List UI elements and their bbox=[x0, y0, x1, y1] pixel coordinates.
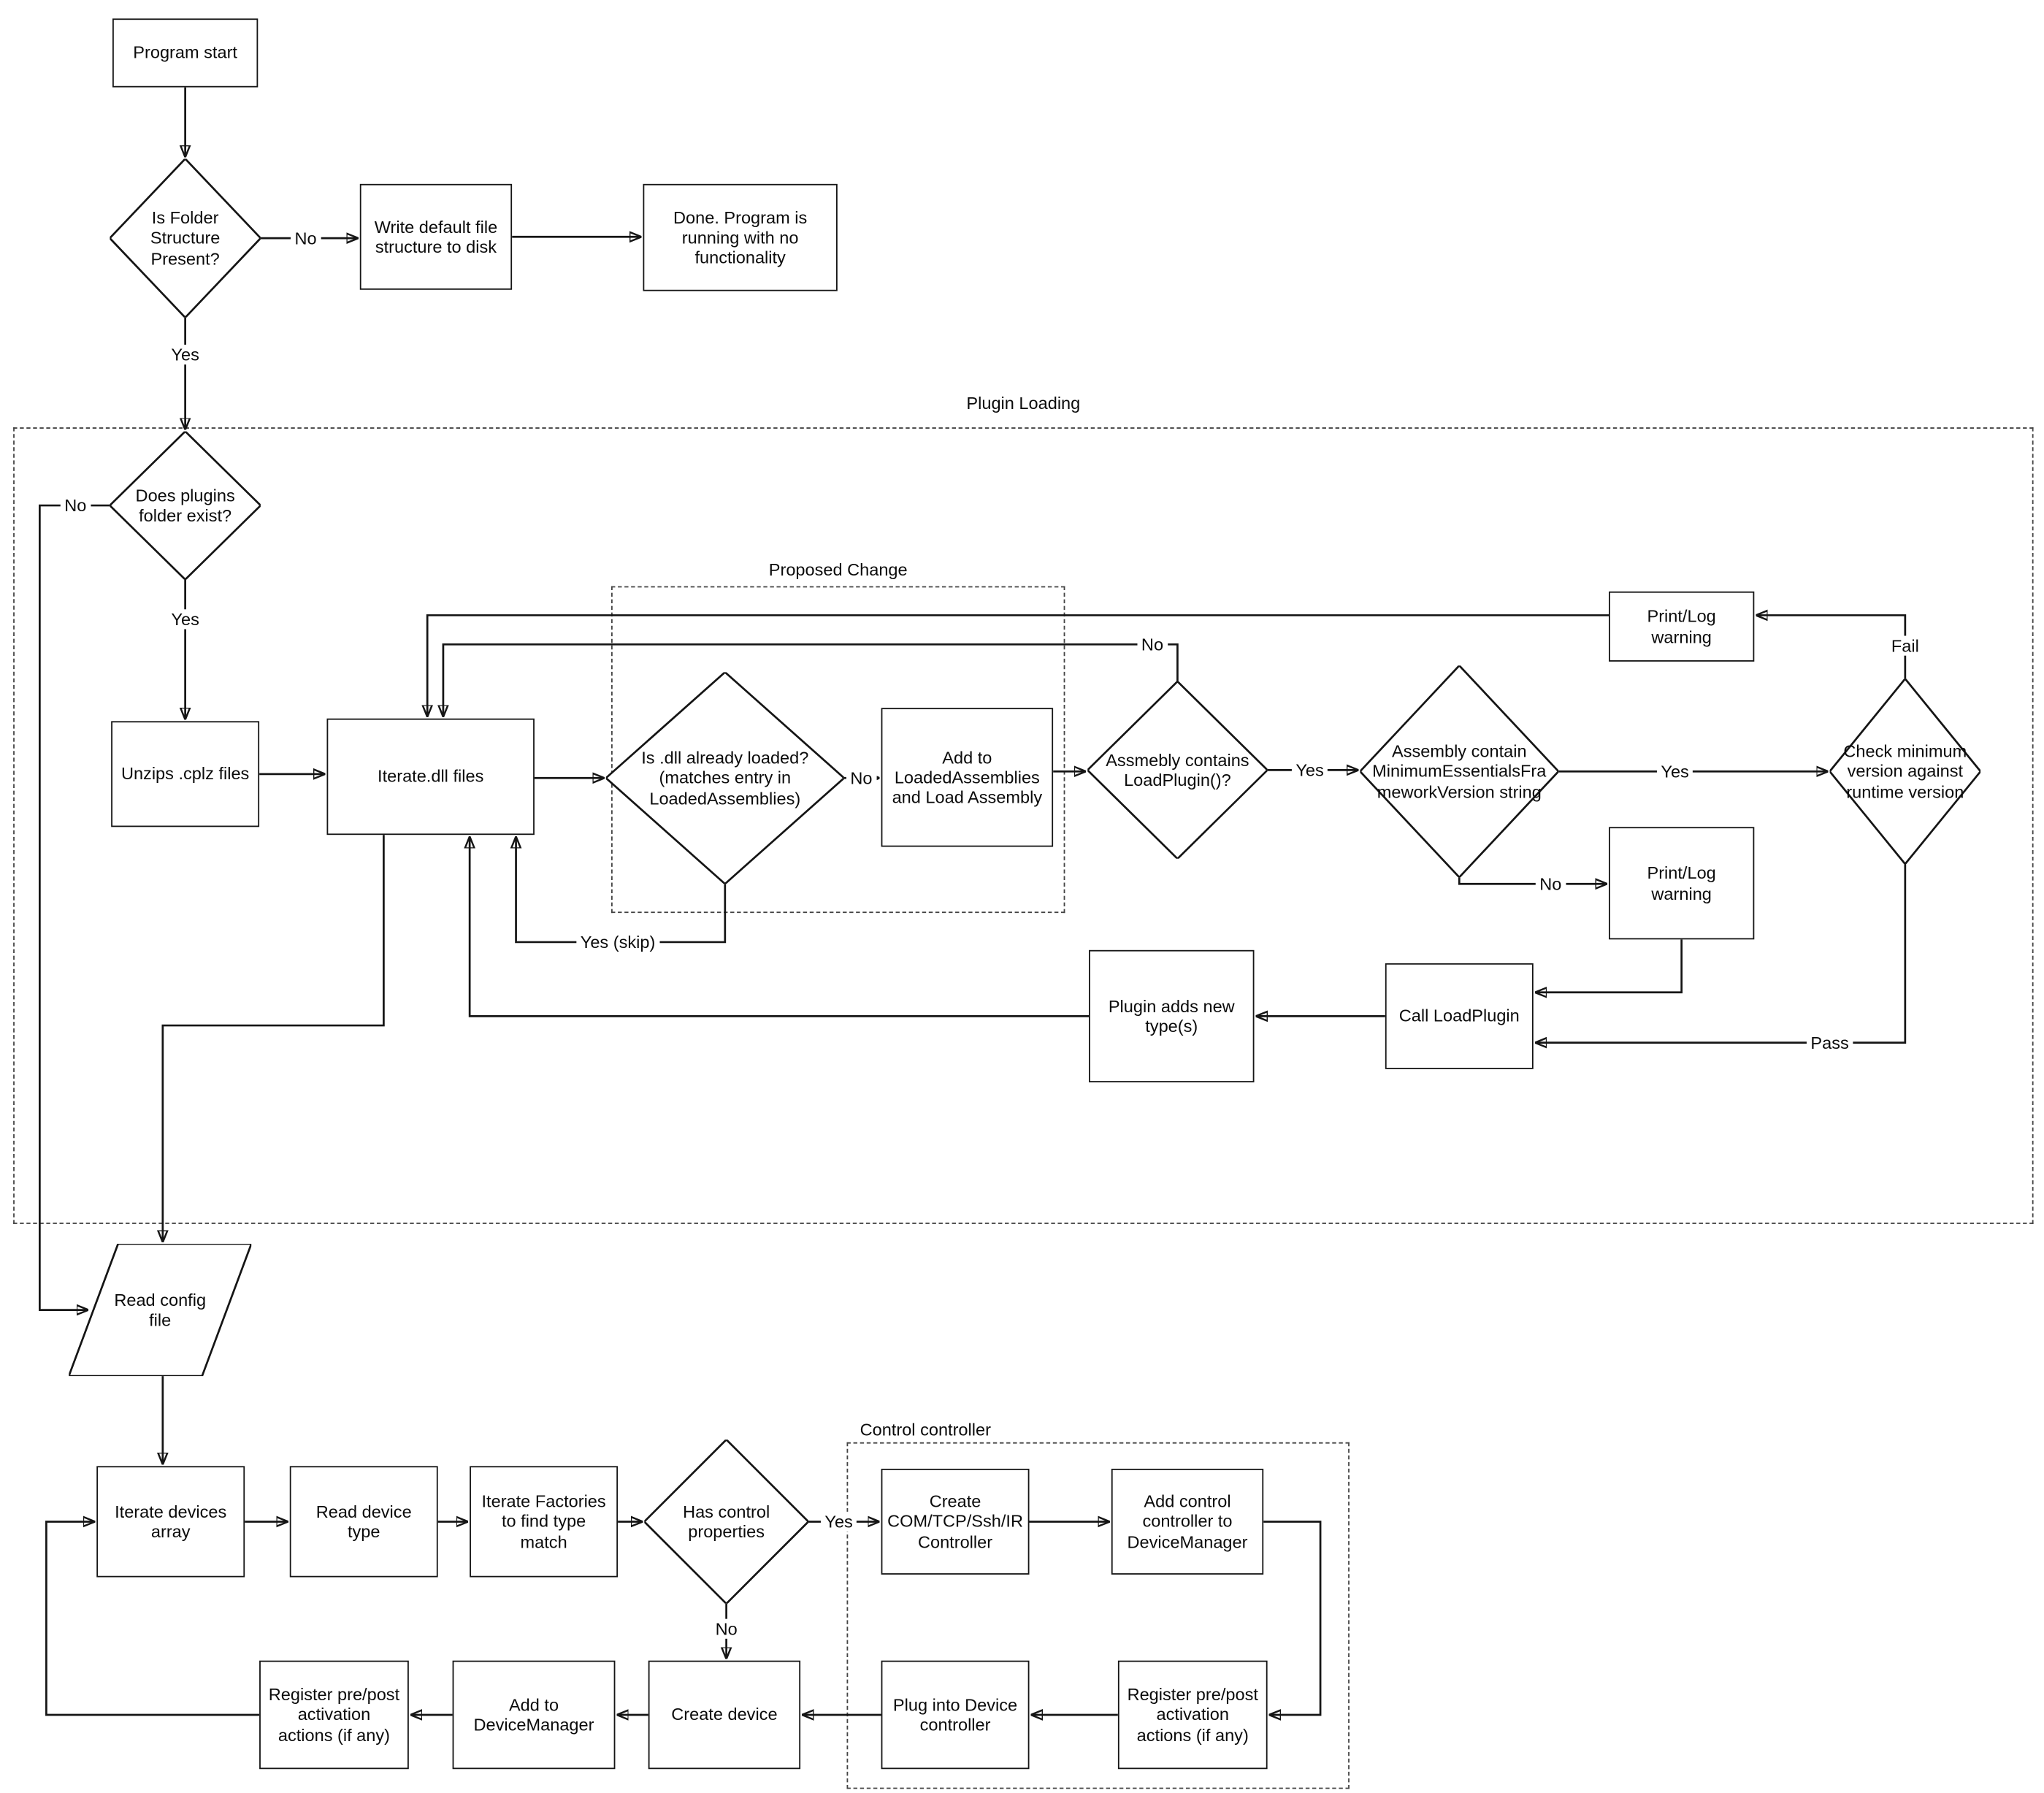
node-plug-into-device-controller: Plug into Device controller bbox=[881, 1660, 1030, 1770]
parallelogram-shape bbox=[69, 1243, 252, 1377]
edge-label-control-yes: Yes bbox=[820, 1511, 857, 1532]
edge-printlog-to-iterate bbox=[427, 614, 1609, 716]
node-assembly-loadplugin-label: Assmebly contains LoadPlugin()? bbox=[1106, 749, 1249, 790]
edge-checkmin-pass-call bbox=[1536, 864, 1907, 1043]
node-dll-loaded-decision: Is .dll already loaded? (matches entry i… bbox=[605, 672, 844, 884]
node-create-com-controller: Create COM/TCP/Ssh/IR Controller bbox=[881, 1468, 1030, 1575]
edge-label-checkmin-pass: Pass bbox=[1806, 1033, 1853, 1053]
node-create-device: Create device bbox=[648, 1660, 801, 1770]
edge-label-loadplugin-yes: Yes bbox=[1291, 760, 1328, 780]
node-plugins-folder-decision: Does plugins folder exist? bbox=[110, 431, 261, 580]
group-proposed-change-label: Proposed Change bbox=[768, 559, 908, 580]
diamond-shape bbox=[605, 672, 844, 884]
node-assembly-loadplugin-decision: Assmebly contains LoadPlugin()? bbox=[1087, 681, 1267, 859]
node-has-control-decision: Has control properties bbox=[644, 1440, 808, 1604]
diamond-shape bbox=[1360, 665, 1558, 877]
edge-label-control-no: No bbox=[711, 1618, 742, 1639]
edge-label-plugins-no: No bbox=[60, 495, 91, 516]
edge-label-plugins-yes: Yes bbox=[166, 609, 204, 630]
node-iterate-devices-array: Iterate devices array bbox=[96, 1466, 245, 1578]
edge-label-minver-yes: Yes bbox=[1656, 761, 1693, 781]
node-plugins-folder-label: Does plugins folder exist? bbox=[135, 485, 235, 526]
edge-label-dll-yes-skip: Yes (skip) bbox=[576, 932, 659, 952]
node-has-control-label: Has control properties bbox=[683, 1501, 770, 1542]
edge-plugins-no-readconfig bbox=[38, 504, 110, 1310]
edge-pluginadds-to-iterate bbox=[470, 838, 1090, 1017]
node-folder-structure-decision: Is Folder Structure Present? bbox=[110, 158, 261, 318]
node-folder-structure-label: Is Folder Structure Present? bbox=[150, 207, 221, 269]
group-control-controller bbox=[846, 1442, 1350, 1789]
edge-registerleft-loop-devices bbox=[45, 1521, 260, 1716]
edge-iterate-to-readconfig bbox=[163, 835, 385, 1241]
node-program-start: Program start bbox=[112, 18, 259, 88]
node-add-loaded-assemblies: Add to LoadedAssemblies and Load Assembl… bbox=[881, 708, 1054, 847]
edge-label-dll-no: No bbox=[846, 768, 876, 788]
node-call-loadplugin: Call LoadPlugin bbox=[1385, 963, 1534, 1069]
node-min-version-label: Assembly contain MinimumEssentialsFramew… bbox=[1372, 741, 1547, 802]
edge-printlog2-to-call bbox=[1536, 939, 1683, 992]
edge-checkmin-fail-printlog bbox=[1757, 615, 1907, 679]
node-add-control-controller: Add control controller to DeviceManager bbox=[1111, 1468, 1264, 1575]
node-done-no-functionality: Done. Program is running with no functio… bbox=[643, 183, 838, 291]
node-register-actions-right: Register pre/post activation actions (if… bbox=[1117, 1660, 1268, 1770]
edge-label-folder-no: No bbox=[291, 228, 321, 248]
edge-addcontrol-to-registerright bbox=[1263, 1521, 1322, 1715]
node-plugin-adds-types: Plugin adds new type(s) bbox=[1089, 949, 1255, 1082]
group-proposed-change bbox=[611, 586, 1065, 914]
node-add-to-devicemanager: Add to DeviceManager bbox=[452, 1660, 616, 1770]
node-printlog-warning-bottom: Print/Log warning bbox=[1609, 827, 1755, 940]
diamond-shape bbox=[1087, 681, 1267, 859]
node-read-device-type: Read device type bbox=[289, 1466, 438, 1578]
node-unzips-cplz: Unzips .cplz files bbox=[111, 721, 260, 827]
node-iterate-factories: Iterate Factories to find type match bbox=[470, 1466, 619, 1578]
node-write-default-structure: Write default file structure to disk bbox=[359, 183, 513, 290]
diamond-shape bbox=[644, 1440, 808, 1604]
group-plugin-loading-label: Plugin Loading bbox=[966, 393, 1081, 413]
edge-label-minver-no: No bbox=[1535, 873, 1566, 894]
edge-label-loadplugin-no: No bbox=[1137, 634, 1168, 654]
edge-label-folder-yes: Yes bbox=[166, 344, 204, 365]
node-check-min-version-decision: Check minimum version against runtime ve… bbox=[1829, 678, 1981, 865]
node-register-actions-left: Register pre/post activation actions (if… bbox=[259, 1660, 409, 1770]
node-check-min-version-label: Check minimum version against runtime ve… bbox=[1843, 741, 1967, 802]
diamond-shape bbox=[1829, 678, 1981, 865]
node-printlog-warning-top: Print/Log warning bbox=[1609, 591, 1755, 662]
edge-label-checkmin-fail: Fail bbox=[1887, 635, 1924, 656]
edge-assembly-no-iterate bbox=[443, 643, 1179, 716]
node-read-config-label: Read config file bbox=[114, 1289, 207, 1330]
edge-minver-no-printlog2 bbox=[1458, 877, 1606, 884]
node-iterate-dll-files: Iterate.dll files bbox=[326, 718, 535, 836]
group-plugin-loading bbox=[13, 427, 2034, 1224]
diamond-shape bbox=[110, 431, 261, 580]
node-dll-loaded-label: Is .dll already loaded? (matches entry i… bbox=[641, 747, 809, 808]
diamond-shape bbox=[110, 158, 261, 318]
node-min-version-decision: Assembly contain MinimumEssentialsFramew… bbox=[1360, 665, 1558, 877]
node-read-config-file: Read config file bbox=[69, 1243, 252, 1377]
group-control-controller-label: Control controller bbox=[860, 1419, 991, 1440]
